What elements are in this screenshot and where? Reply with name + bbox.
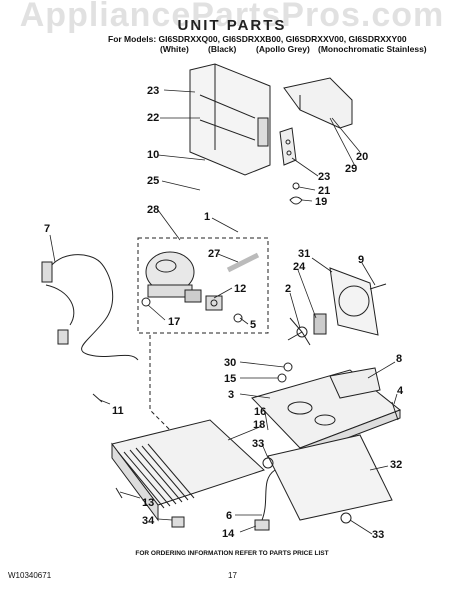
grommet-30 [283, 362, 293, 372]
screw-11 [92, 393, 103, 403]
grommet-17 [141, 297, 151, 307]
screw-9 [369, 283, 387, 290]
callout-4: 4 [397, 385, 404, 397]
callout-33: 33 [252, 438, 264, 450]
document-id: W10340671 [8, 571, 52, 580]
grommet-5 [233, 313, 243, 323]
bracket-right [279, 127, 297, 166]
page-title: UNIT PARTS [177, 17, 287, 34]
callout-18: 18 [253, 419, 265, 431]
condenser [111, 419, 265, 522]
callout-10: 10 [147, 149, 159, 161]
start-relay [205, 295, 223, 311]
callout-29: 29 [345, 163, 357, 175]
color-white: (White) [160, 44, 189, 54]
callout-32: 32 [390, 459, 402, 471]
part-drawings [41, 63, 401, 531]
clip-19 [289, 196, 303, 205]
callout-13: 13 [142, 497, 154, 509]
compressor-tube-27 [226, 252, 260, 273]
screw-21 [292, 182, 300, 190]
callout-27: 27 [208, 248, 220, 260]
color-apollo-grey: (Apollo Grey) [256, 44, 310, 54]
callout-30: 30 [224, 357, 236, 369]
callout-8: 8 [396, 353, 402, 365]
tubing-dashed [149, 335, 171, 431]
callout-19: 19 [315, 196, 327, 208]
models-list: GI6SDRXXQ00, GI6SDRXXB00, GI6SDRXXV00, G… [158, 34, 407, 44]
leader-lines [49, 89, 398, 535]
fan-motor-24 [313, 313, 327, 335]
ordering-note: FOR ORDERING INFORMATION REFER TO PARTS … [135, 550, 329, 557]
callout-24: 24 [293, 261, 306, 273]
models-line: For Models: GI6SDRXXQ00, GI6SDRXXB00, GI… [108, 34, 407, 44]
fan-blade-2 [287, 317, 311, 346]
screw-4 [391, 401, 399, 421]
callout-2: 2 [285, 283, 291, 295]
grommet-33b [340, 512, 352, 524]
bracket-8 [329, 367, 381, 399]
drain-pan [267, 434, 393, 521]
callout-11: 11 [112, 405, 124, 417]
callout-9: 9 [358, 254, 364, 266]
color-stainless: (Monochromatic Stainless) [318, 44, 427, 54]
callout-6: 6 [226, 510, 232, 522]
callout-12: 12 [234, 283, 246, 295]
models-prefix: For Models: [108, 34, 157, 44]
callout-5: 5 [250, 319, 256, 331]
callout-34: 34 [142, 515, 155, 527]
duct-piece [283, 77, 353, 129]
callout-labels: 23 22 10 25 28 1 27 7 12 17 5 2 24 31 9 … [44, 85, 404, 541]
callout-28: 28 [147, 204, 159, 216]
screw-13 [115, 487, 123, 499]
callout-22: 22 [147, 112, 159, 124]
model-colors: (White) (Black) (Apollo Grey) (Monochromati… [160, 44, 427, 54]
watermark: AppliancePartsPros.com [19, 0, 445, 34]
page-number: 17 [228, 571, 237, 580]
callout-21: 21 [318, 185, 330, 197]
callout-23: 23 [147, 85, 159, 97]
evaporator-housing [189, 63, 271, 176]
callout-15: 15 [224, 373, 236, 385]
fitting-34 [171, 516, 185, 528]
callout-25: 25 [147, 175, 159, 187]
callout-14: 14 [222, 528, 235, 540]
compressor [145, 251, 202, 303]
grommet-15 [277, 373, 287, 383]
callout-17: 17 [168, 316, 180, 328]
callout-33b: 33 [372, 529, 384, 541]
callout-23b: 23 [318, 171, 330, 183]
wire-harness [41, 254, 139, 361]
callout-20: 20 [356, 151, 368, 163]
tube-6 [261, 469, 276, 521]
compressor-box [137, 237, 269, 334]
callout-1: 1 [204, 211, 210, 223]
fan-shroud [329, 267, 379, 336]
color-black: (Black) [208, 44, 237, 54]
callout-3: 3 [228, 389, 234, 401]
callout-31: 31 [298, 248, 310, 260]
callout-7: 7 [44, 223, 50, 235]
drier-14 [254, 519, 270, 531]
callout-16: 16 [254, 406, 266, 418]
